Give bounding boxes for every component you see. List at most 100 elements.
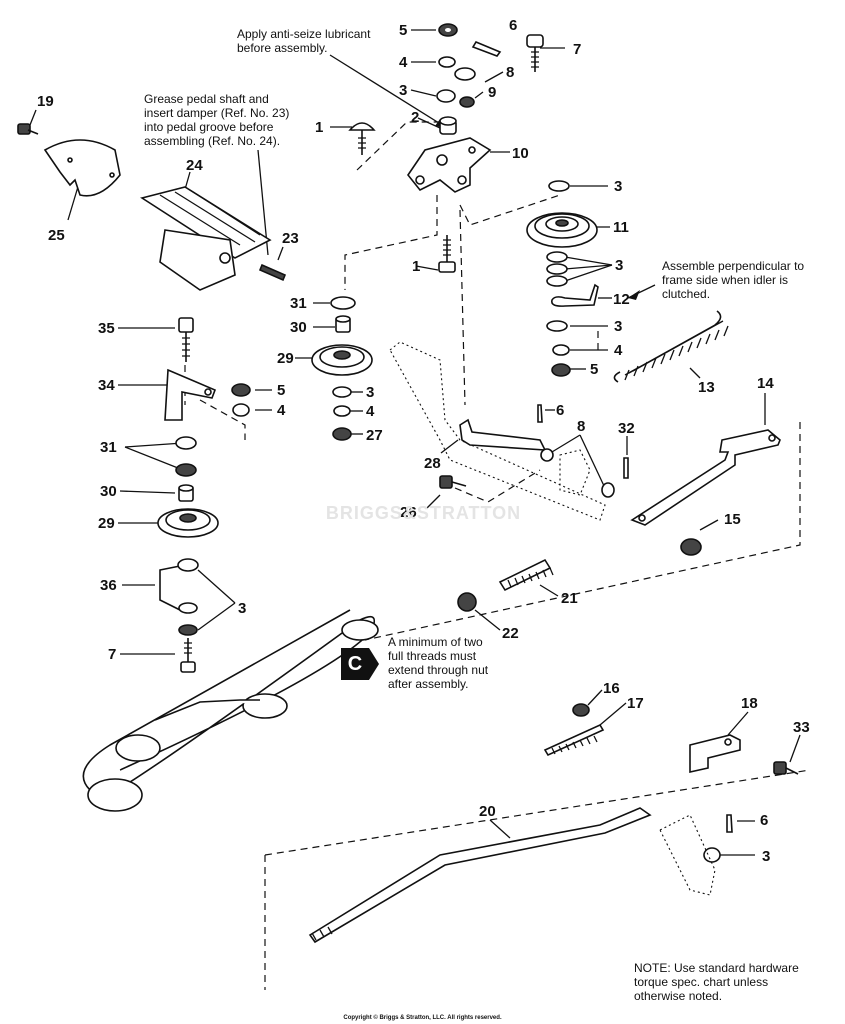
part-3-washer-bottom — [703, 847, 721, 863]
part-1-bolt-center — [438, 235, 456, 273]
label-4: 4 — [614, 342, 623, 359]
label-11: 11 — [613, 219, 629, 236]
label-19: 19 — [37, 93, 54, 110]
part-3-washer-c — [332, 386, 352, 398]
part-6-cotter-pin-top — [471, 40, 502, 57]
label-1: 1 — [315, 119, 323, 136]
section-c-marker: C — [341, 648, 369, 680]
part-5-nut-r — [551, 363, 571, 377]
part-17-spring — [543, 723, 605, 757]
part-34-bracket — [164, 368, 217, 421]
label-3: 3 — [399, 82, 407, 99]
label-25: 25 — [48, 227, 65, 244]
part-22-nut — [457, 592, 477, 612]
label-3: 3 — [366, 384, 374, 401]
label-12: 12 — [613, 291, 630, 308]
part-5-lock-nut-top — [438, 23, 458, 37]
part-3-washer-l1 — [177, 558, 199, 572]
part-27-nut-c — [332, 427, 352, 441]
label-14: 14 — [757, 375, 774, 392]
note-threads: A minimum of two full threads must exten… — [388, 635, 489, 691]
label-3: 3 — [614, 318, 622, 335]
label-6: 6 — [556, 402, 564, 419]
note-grease: Grease pedal shaft and insert damper (Re… — [144, 92, 290, 148]
part-3-washer-l3 — [178, 624, 198, 636]
assembly-guide-lines — [184, 121, 811, 990]
label-6: 6 — [509, 17, 517, 34]
label-36: 36 — [100, 577, 117, 594]
label-1: 1 — [412, 258, 420, 275]
label-17: 17 — [627, 695, 644, 712]
label-24: 24 — [186, 157, 203, 174]
part-8-washer-mid — [601, 482, 615, 498]
part-31-washer-l2 — [175, 463, 197, 477]
label-3: 3 — [614, 178, 622, 195]
label-31: 31 — [290, 295, 307, 312]
part-23-damper — [258, 263, 287, 282]
pedal-arm-outline — [659, 814, 716, 896]
part-24-brake-pedal — [140, 186, 272, 291]
label-31: 31 — [100, 439, 117, 456]
part-19-screw — [17, 123, 39, 135]
part-3-washer-r1 — [548, 180, 570, 192]
label-29: 29 — [277, 350, 294, 367]
part-18-bracket — [689, 734, 741, 773]
part-7-bolt-top — [526, 34, 544, 72]
part-6-cotter-pin-bottom — [726, 814, 733, 833]
label-27: 27 — [366, 427, 383, 444]
part-28-idler-arm — [389, 341, 606, 521]
part-4-lock-washer-top — [438, 56, 456, 68]
note-anti-seize: Apply anti-seize lubricant before assemb… — [237, 27, 371, 55]
part-7-bolt-l — [180, 638, 196, 673]
label-15: 15 — [724, 511, 741, 528]
part-30-spacer-c — [335, 315, 351, 333]
part-32-spring-pin — [623, 457, 629, 479]
part-29-pulley-c — [311, 344, 373, 376]
label-18: 18 — [741, 695, 758, 712]
label-29: 29 — [98, 515, 115, 532]
part-14-clutch-rod — [630, 429, 781, 526]
label-10: 10 — [512, 145, 529, 162]
label-28: 28 — [424, 455, 441, 472]
label-3: 3 — [762, 848, 770, 865]
label-21: 21 — [561, 590, 578, 607]
label-16: 16 — [603, 680, 620, 697]
watermark: BRIGGS&STRATTON — [325, 503, 522, 523]
copyright-text: Copyright © Briggs & Stratton, LLC. All … — [343, 1015, 502, 1021]
part-3-washers-r2 — [546, 251, 568, 287]
label-22: 22 — [502, 625, 519, 642]
label-13: 13 — [698, 379, 715, 396]
note-torque: NOTE: Use standard hardware torque spec.… — [634, 961, 799, 1003]
label-4: 4 — [399, 54, 408, 71]
label-3: 3 — [238, 600, 246, 617]
part-13-extension-spring — [613, 310, 729, 383]
label-34: 34 — [98, 377, 115, 394]
part-9-nut-top — [459, 96, 475, 108]
part-1-carriage-bolt-top — [348, 122, 376, 155]
label-8: 8 — [577, 418, 585, 435]
part-3-washer-r3 — [546, 320, 568, 332]
part-15-lock-nut — [680, 538, 702, 556]
label-9: 9 — [488, 84, 496, 101]
label-35: 35 — [98, 320, 115, 337]
label-33: 33 — [793, 719, 810, 736]
part-29-pulley-l — [157, 508, 219, 538]
label-4: 4 — [366, 403, 375, 420]
arrowhead-note — [628, 290, 640, 300]
label-3: 3 — [615, 257, 623, 274]
part-10-idler-bracket — [407, 137, 492, 193]
section-c-arrow-icon — [369, 648, 379, 680]
leader-lines — [29, 29, 801, 856]
part-3-washer-top — [436, 89, 456, 103]
part-11-idler-pulley — [526, 212, 598, 248]
part-31-washer-c — [330, 296, 356, 310]
part-2-bushing — [439, 116, 457, 135]
part-4-lock-washer-r — [552, 344, 570, 356]
part-25-pedal-pad — [43, 139, 121, 197]
part-26-bolt — [439, 475, 467, 489]
part-20-clutch-rod-long — [308, 807, 652, 944]
label-4: 4 — [277, 402, 286, 419]
part-6-cotter-pin-mid — [537, 404, 543, 423]
part-12-idler-stop — [550, 283, 599, 307]
